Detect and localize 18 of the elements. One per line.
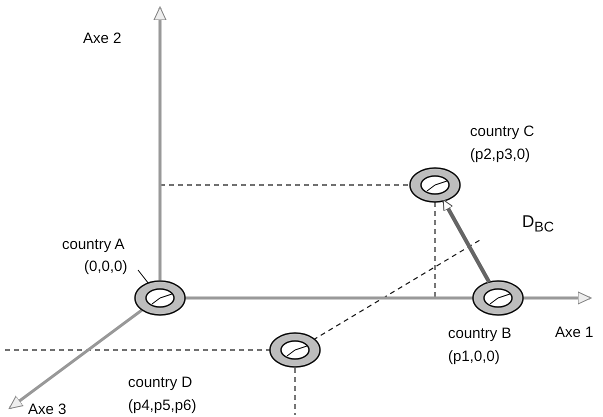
coordinates-label: (p2,p3,0) [470,146,530,164]
ring-marker [269,332,321,368]
edge-label: D$_{BC}$ [522,213,554,236]
country-name: country B [448,325,512,343]
ring-marker [409,167,461,203]
coordinates-label: (0,0,0) [84,258,128,276]
coordinates-label: (p4,p5,p6) [128,397,196,415]
country-name: country C [470,123,534,141]
arrow [442,200,491,284]
country-name: country A [62,236,125,254]
axis-label: Axe 3 [28,401,66,417]
coordinates-label: (p1,0,0) [448,348,500,366]
leader-line [138,270,149,284]
axis-label: Axe 2 [83,30,122,48]
ring-marker [472,280,524,316]
axis-label: Axe 1 [555,324,594,342]
ring-marker [134,280,186,316]
country-name: country D [128,374,192,392]
